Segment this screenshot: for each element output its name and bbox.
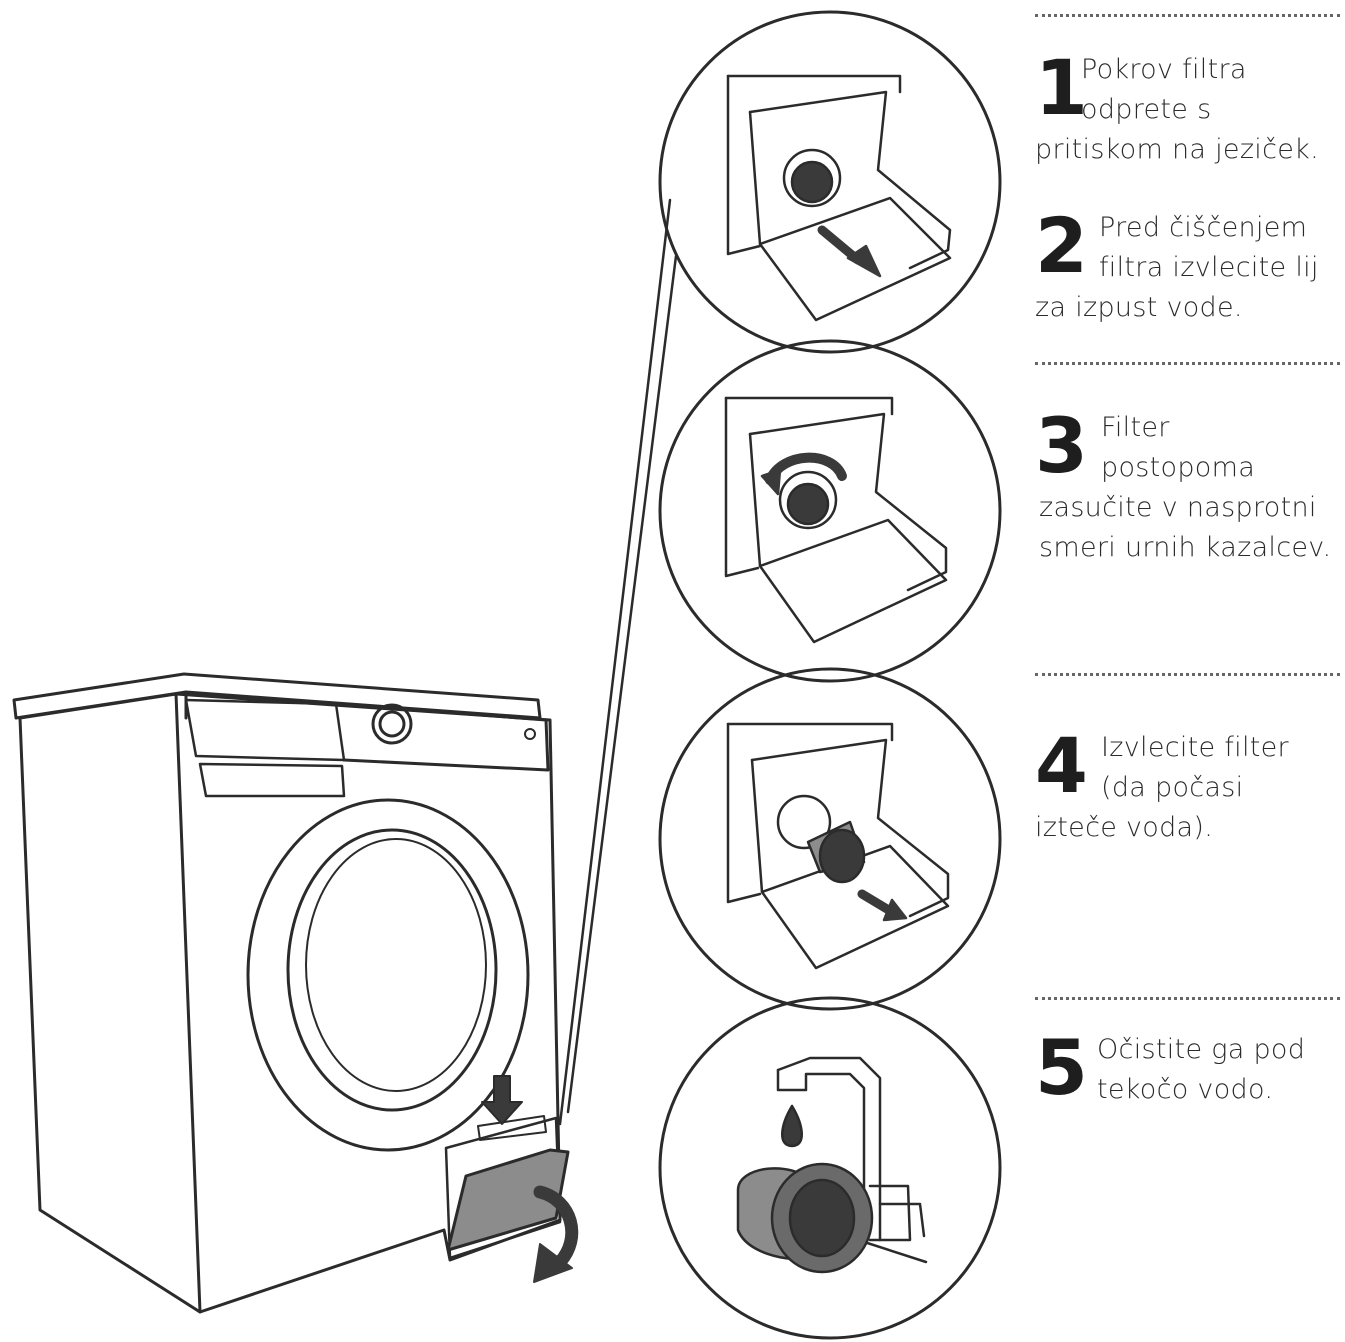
step-text-line: postopoma — [1101, 452, 1256, 483]
step-text-line: izteče voda). — [1035, 812, 1214, 843]
step-number: 3 — [1035, 401, 1088, 490]
step-text-line: (da počasi — [1101, 772, 1244, 803]
step-2: 2 Pred čiščenjem filtra izvlecite lij za… — [1035, 208, 1340, 338]
step-text-line: Pred čiščenjem — [1099, 212, 1308, 243]
step-number: 4 — [1035, 721, 1088, 810]
step-number: 5 — [1035, 1023, 1088, 1112]
step-text-line: tekočo vodo. — [1097, 1074, 1274, 1105]
step-text-line: filtra izvlecite lij — [1099, 252, 1319, 283]
separator-top — [1035, 14, 1340, 17]
detail-2-rotate-filter — [724, 396, 948, 644]
step-text-line: Filter — [1101, 412, 1170, 443]
step-text-line: zasučite v nasprotni — [1039, 492, 1317, 523]
separator-3 — [1035, 673, 1340, 676]
step-text-line: odprete s — [1081, 94, 1212, 125]
step-text-line: pritiskom na jeziček. — [1035, 134, 1319, 165]
step-number: 2 — [1035, 201, 1088, 290]
step-5: 5 Očistite ga pod tekočo vodo. — [1035, 1030, 1340, 1120]
washing-machine — [12, 198, 678, 1314]
detail-3-pull-filter — [726, 722, 950, 970]
detail-1-open-cover — [726, 74, 952, 322]
separator-2 — [1035, 362, 1340, 365]
separator-4 — [1035, 997, 1340, 1000]
step-number: 1 — [1035, 43, 1088, 132]
step-1: 1 Pokrov filtra odprete s pritiskom na j… — [1035, 50, 1340, 180]
detail-4-rinse-filter — [736, 1056, 928, 1274]
step-4: 4 Izvlecite filter (da počasi izteče vod… — [1035, 728, 1340, 858]
step-3: 3 Filter postopoma zasučite v nasprotni … — [1035, 408, 1340, 578]
step-text-line: za izpust vode. — [1035, 292, 1243, 323]
detail-circles — [658, 10, 1002, 1340]
step-text-line: Očistite ga pod — [1097, 1034, 1306, 1065]
step-text-line: smeri urnih kazalcev. — [1039, 532, 1332, 563]
step-text-line: Izvlecite filter — [1101, 732, 1289, 763]
step-text-line: Pokrov filtra — [1081, 54, 1247, 85]
